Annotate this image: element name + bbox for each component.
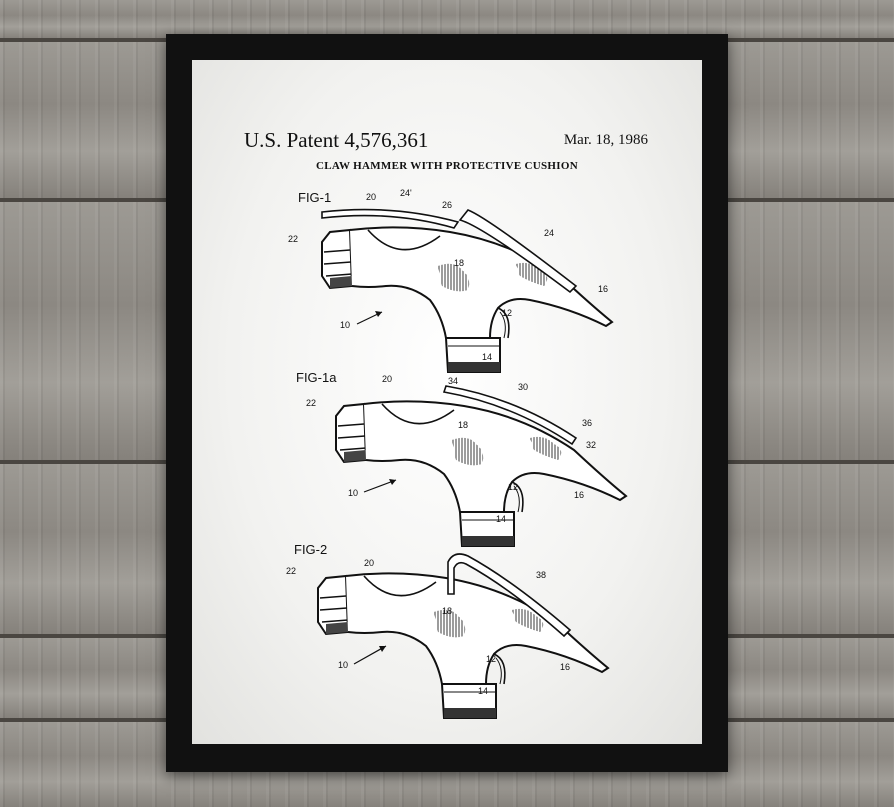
part-label: 34 (448, 376, 458, 386)
part-label: 16 (598, 284, 608, 294)
part-label: 16 (560, 662, 570, 672)
hammer-drawings: FIG-1 20 24' 26 22 24 18 16 12 10 14 FIG… (286, 188, 627, 719)
figure-2: FIG-2 22 20 38 18 12 16 10 14 (286, 542, 609, 719)
patent-title: CLAW HAMMER WITH PROTECTIVE CUSHION (316, 160, 578, 172)
part-label: 16 (574, 490, 584, 500)
part-label: 18 (458, 420, 468, 430)
part-label: 10 (340, 320, 350, 330)
part-label: 26 (442, 200, 452, 210)
figure-1: FIG-1 20 24' 26 22 24 18 16 12 10 14 (288, 188, 613, 373)
part-label: 12 (508, 482, 518, 492)
wood-plank (0, 0, 894, 38)
part-label: 14 (478, 686, 488, 696)
part-label: 30 (518, 382, 528, 392)
patent-print: FIG-1 20 24' 26 22 24 18 16 12 10 14 FIG… (192, 60, 702, 744)
figure-label: FIG-1a (296, 370, 337, 385)
part-label: 14 (482, 352, 492, 362)
figure-1a: FIG-1a 20 34 30 22 36 18 32 12 16 10 14 (296, 370, 627, 547)
part-label: 18 (454, 258, 464, 268)
part-label: 24 (544, 228, 554, 238)
part-label: 22 (288, 234, 298, 244)
part-label: 32 (586, 440, 596, 450)
part-label: 20 (364, 558, 374, 568)
part-label: 38 (536, 570, 546, 580)
patent-number: U.S. Patent 4,576,361 (244, 128, 429, 152)
part-label: 22 (286, 566, 296, 576)
figure-label: FIG-2 (294, 542, 327, 557)
part-label: 24' (400, 188, 412, 198)
figure-label: FIG-1 (298, 190, 331, 205)
patent-date: Mar. 18, 1986 (563, 132, 648, 148)
part-label: 12 (502, 308, 512, 318)
part-label: 18 (442, 606, 452, 616)
part-label: 14 (496, 514, 506, 524)
poster-frame: FIG-1 20 24' 26 22 24 18 16 12 10 14 FIG… (166, 34, 728, 772)
part-label: 20 (366, 192, 376, 202)
part-label: 10 (348, 488, 358, 498)
part-label: 10 (338, 660, 348, 670)
part-label: 12 (486, 654, 496, 664)
part-label: 36 (582, 418, 592, 428)
part-label: 20 (382, 374, 392, 384)
part-label: 22 (306, 398, 316, 408)
